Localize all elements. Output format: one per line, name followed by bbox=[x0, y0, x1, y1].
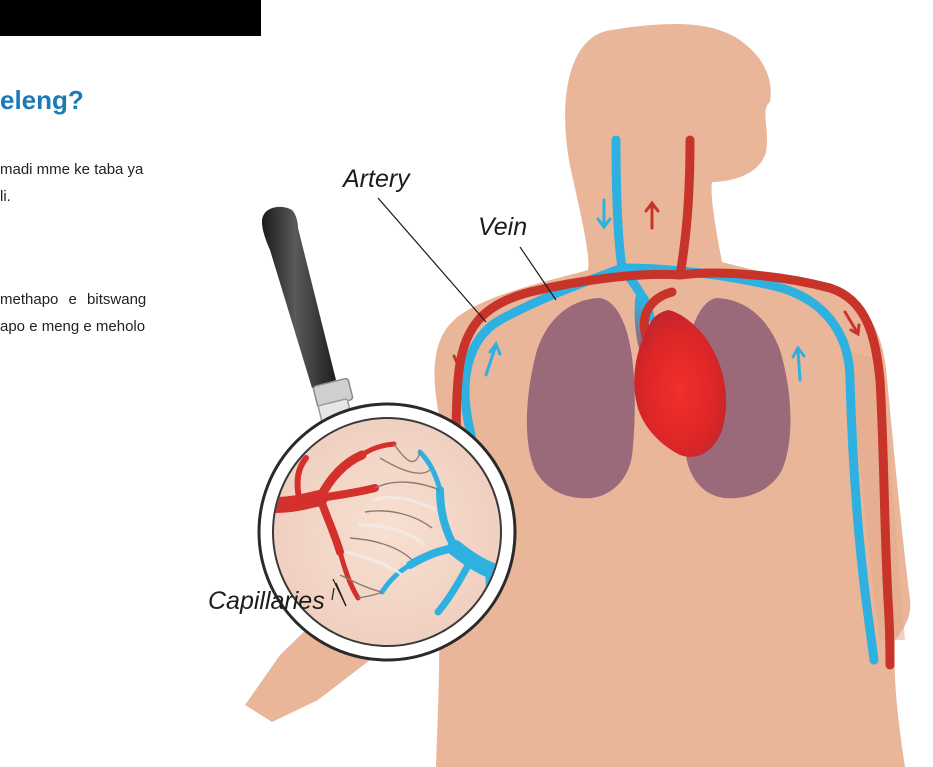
magnifier-lens bbox=[259, 404, 515, 660]
magnifier-handle bbox=[262, 207, 353, 425]
vein-label: Vein bbox=[478, 213, 527, 242]
artery-pointer-line bbox=[378, 198, 486, 322]
artery-label: Artery bbox=[343, 165, 410, 194]
capillaries-label: Capillaries bbox=[208, 587, 325, 616]
